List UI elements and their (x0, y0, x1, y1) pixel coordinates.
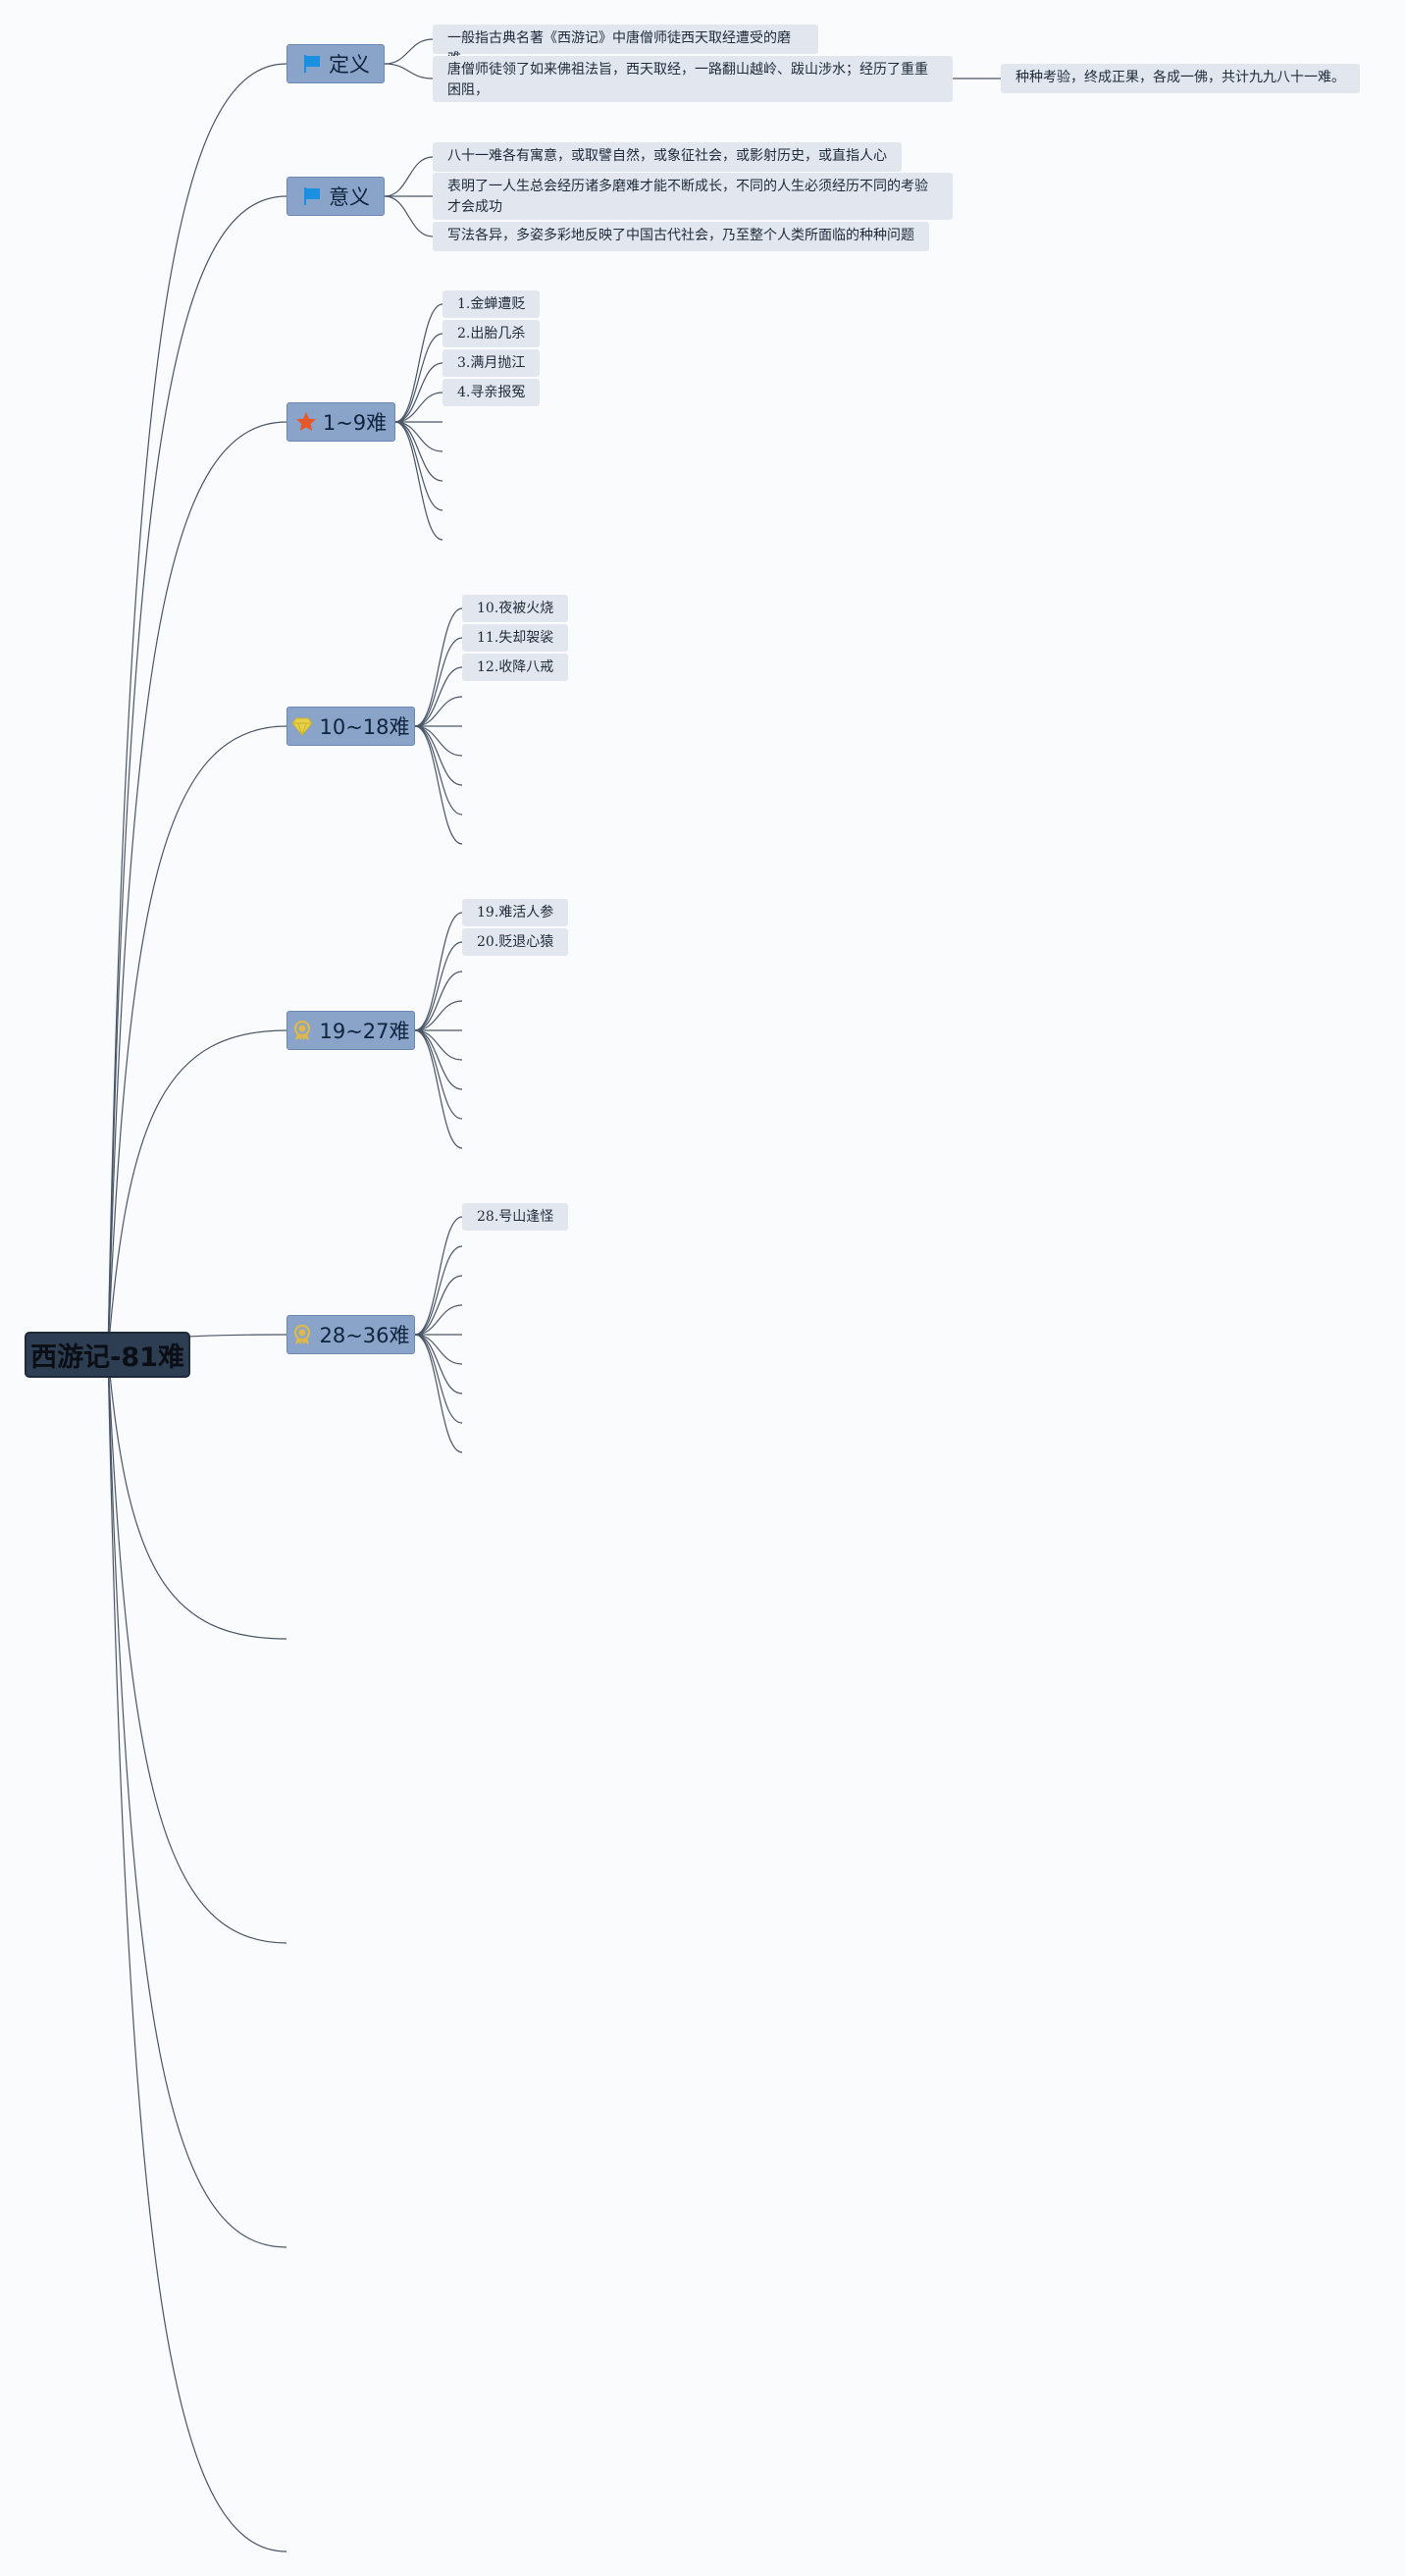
root-connector-3 (107, 725, 287, 1355)
difficulty-label: 11.失却袈裟 (477, 630, 554, 646)
range-1-9-connector (394, 421, 443, 482)
range-19-27-connector (414, 1029, 463, 1149)
root-connector-6 (107, 1353, 287, 1640)
range-10-18-connector (414, 725, 463, 786)
difficulty-label: 3.满月抛江 (457, 355, 526, 371)
meaning-item-text: 八十一难各有寓意，或取譬自然，或象征社会，或影射历史，或直指人心 (447, 148, 887, 164)
range-19-27-connector (414, 941, 463, 1031)
star-icon (295, 412, 316, 431)
difficulty-item[interactable]: 1.金蝉遭贬 (442, 290, 541, 318)
definition-item-2-child[interactable]: 种种考验，终成正果，各成一佛，共计九九八十一难。 (1001, 64, 1360, 93)
range-28-36-connector (414, 1304, 463, 1336)
range-28-36-connector (414, 1245, 463, 1336)
difficulty-label: 19.难活人参 (477, 905, 554, 920)
range-1-9-connector (394, 362, 443, 423)
meaning-connector (384, 195, 434, 237)
root-connector-7 (107, 1353, 287, 1944)
range-1-9-connector (394, 303, 443, 423)
range-19-27-connector (414, 971, 463, 1031)
range-19-27-connector (414, 912, 463, 1031)
range-28-36-connector (414, 1334, 463, 1394)
range-10-18-connector (414, 725, 463, 845)
topic-definition[interactable]: 定义 (286, 44, 385, 83)
meaning-item-3[interactable]: 写法各异，多姿多彩地反映了中国古代社会，乃至整个人类所面临的种种问题 (433, 222, 929, 251)
range-1-9-connector (394, 333, 443, 423)
root-title: 西游记-81难 (30, 1342, 184, 1373)
topic-label: 意义 (329, 185, 370, 209)
definition-item-1[interactable]: 一般指古典名著《西游记》中唐僧师徒西天取经遭受的磨难 (433, 25, 818, 67)
difficulty-label: 28.号山逢怪 (477, 1209, 554, 1225)
topic-meaning[interactable]: 意义 (286, 177, 385, 216)
meaning-connector (384, 156, 434, 197)
root-connector-2 (107, 421, 287, 1355)
range-1-9-connector (394, 392, 443, 423)
root-connector-4 (107, 1029, 287, 1355)
range-19-27-connector (414, 1029, 463, 1090)
range-28-36-connector (414, 1334, 463, 1424)
difficulty-item[interactable]: 4.寻亲报冤 (442, 379, 541, 406)
topic-label: 19~27难 (319, 1020, 410, 1043)
difficulty-label: 10.夜被火烧 (477, 601, 554, 616)
root-connector-0 (107, 63, 287, 1355)
difficulty-item[interactable]: 20.贬退心猿 (462, 928, 569, 956)
definition-child-text: 种种考验，终成正果，各成一佛，共计九九八十一难。 (1015, 70, 1345, 85)
topic-label: 定义 (329, 53, 370, 77)
difficulty-item[interactable]: 12.收降八戒 (462, 654, 569, 681)
range-28-36-connector (414, 1334, 463, 1453)
difficulty-item[interactable]: 11.失却袈裟 (462, 624, 569, 652)
range-1-9-connector (394, 421, 443, 511)
range-28-36-connector (414, 1216, 463, 1336)
difficulty-label: 2.出胎几杀 (457, 326, 526, 342)
root-connector-8 (107, 1353, 287, 2248)
meaning-item-text: 表明了一人生总会经历诸多磨难才能不断成长，不同的人生必须经历不同的考验才会成功 (447, 179, 928, 215)
range-28-36-connector (414, 1275, 463, 1336)
meaning-item-2[interactable]: 表明了一人生总会经历诸多磨难才能不断成长，不同的人生必须经历不同的考验才会成功 (433, 173, 953, 220)
difficulty-item[interactable]: 19.难活人参 (462, 899, 569, 926)
difficulty-item[interactable]: 2.出胎几杀 (442, 320, 541, 347)
difficulty-item[interactable]: 28.号山逢怪 (462, 1203, 569, 1231)
flag-icon (304, 187, 320, 205)
difficulty-label: 12.收降八戒 (477, 659, 554, 675)
definition-item-text: 唐僧师徒领了如来佛祖法旨，西天取经，一路翻山越岭、跋山涉水；经历了重重困阻， (447, 62, 928, 98)
root-connector-1 (107, 195, 287, 1355)
difficulty-item[interactable]: 10.夜被火烧 (462, 595, 569, 622)
difficulty-label: 1.金蝉遭贬 (457, 296, 526, 312)
topic-range-19-27[interactable]: 19~27难 (286, 1011, 415, 1050)
range-10-18-connector (414, 607, 463, 727)
flag-icon (304, 55, 320, 73)
range-10-18-connector (414, 666, 463, 727)
difficulty-label: 4.寻亲报冤 (457, 385, 526, 400)
topic-range-1-9[interactable]: 1~9难 (286, 402, 395, 442)
medal-icon (294, 1020, 311, 1040)
range-19-27-connector (414, 1000, 463, 1031)
range-10-18-connector (414, 696, 463, 727)
medal-icon (294, 1324, 311, 1344)
range-10-18-connector (414, 637, 463, 727)
topic-label: 1~9难 (322, 411, 388, 435)
difficulty-label: 20.贬退心猿 (477, 934, 554, 950)
topic-range-28-36[interactable]: 28~36难 (286, 1315, 415, 1354)
definition-connector (384, 63, 434, 79)
definition-connector (384, 38, 434, 65)
range-1-9-connector (394, 421, 443, 541)
difficulty-item[interactable]: 3.满月抛江 (442, 349, 541, 377)
root-connector-9 (107, 1353, 287, 2552)
diamond-icon (291, 717, 314, 737)
root-topic[interactable]: 西游记-81难 (25, 1332, 190, 1378)
topic-label: 10~18难 (319, 715, 410, 739)
definition-item-2[interactable]: 唐僧师徒领了如来佛祖法旨，西天取经，一路翻山越岭、跋山涉水；经历了重重困阻， (433, 56, 953, 102)
meaning-item-text: 写法各异，多姿多彩地反映了中国古代社会，乃至整个人类所面临的种种问题 (447, 228, 914, 243)
range-19-27-connector (414, 1029, 463, 1120)
topic-range-10-18[interactable]: 10~18难 (286, 707, 415, 746)
range-10-18-connector (414, 725, 463, 815)
topic-label: 28~36难 (319, 1324, 410, 1347)
meaning-item-1[interactable]: 八十一难各有寓意，或取譬自然，或象征社会，或影射历史，或直指人心 (433, 142, 902, 172)
